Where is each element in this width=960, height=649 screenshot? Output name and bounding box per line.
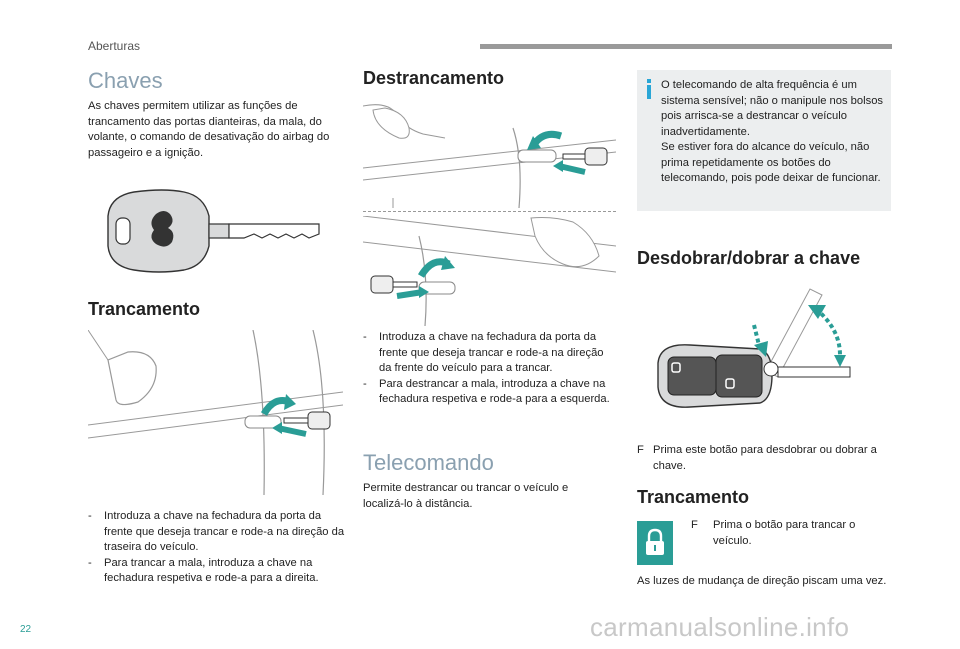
list-item: -Introduza a chave na fechadura da porta… <box>363 331 604 374</box>
telecomando-title: Telecomando <box>363 450 494 475</box>
left-bullet-list: -Introduza a chave na fechadura da porta… <box>88 509 346 587</box>
desdobrar-title: Desdobrar/dobrar a chave <box>637 248 861 268</box>
info-box: O telecomando de alta frequência é um si… <box>637 70 891 211</box>
info-icon <box>646 79 652 99</box>
arrow-icon: F <box>637 444 644 456</box>
info-text: O telecomando de alta frequência é um si… <box>661 79 884 184</box>
door-unlock-illustration-top <box>363 98 616 208</box>
middle-bullet-list: -Introduza a chave na fechadura da porta… <box>363 330 619 408</box>
door-lock-illustration-left <box>88 330 343 495</box>
watermark: carmanualsonline.info <box>590 612 850 642</box>
list-item: -Para trancar a mala, introduza a chave … <box>88 556 319 585</box>
list-item: -Para destrancar a mala, introduza a cha… <box>363 377 610 406</box>
door-unlock-illustration-bottom <box>363 216 616 326</box>
lock-button-icon <box>637 521 673 565</box>
illustration-divider <box>363 211 616 212</box>
telecomando-text: Permite destrancar ou trancar o veículo … <box>363 482 569 510</box>
chaves-title: Chaves <box>88 68 163 93</box>
chaves-text: As chaves permitem utilizar as funções d… <box>88 100 330 159</box>
section-label: Aberturas <box>88 39 141 53</box>
remote-key-illustration <box>650 283 860 423</box>
list-item: -Introduza a chave na fechadura da porta… <box>88 510 345 553</box>
destrancamento-title: Destrancamento <box>363 68 505 88</box>
key-illustration <box>104 188 326 274</box>
arrow-icon: F <box>691 519 698 531</box>
page-number: 22 <box>20 624 32 635</box>
luzes-text: As luzes de mudança de direção piscam um… <box>637 575 887 587</box>
trancamento-title-right: Trancamento <box>637 487 750 507</box>
header-bar <box>480 44 892 49</box>
trancamento-title-left: Trancamento <box>88 299 201 319</box>
